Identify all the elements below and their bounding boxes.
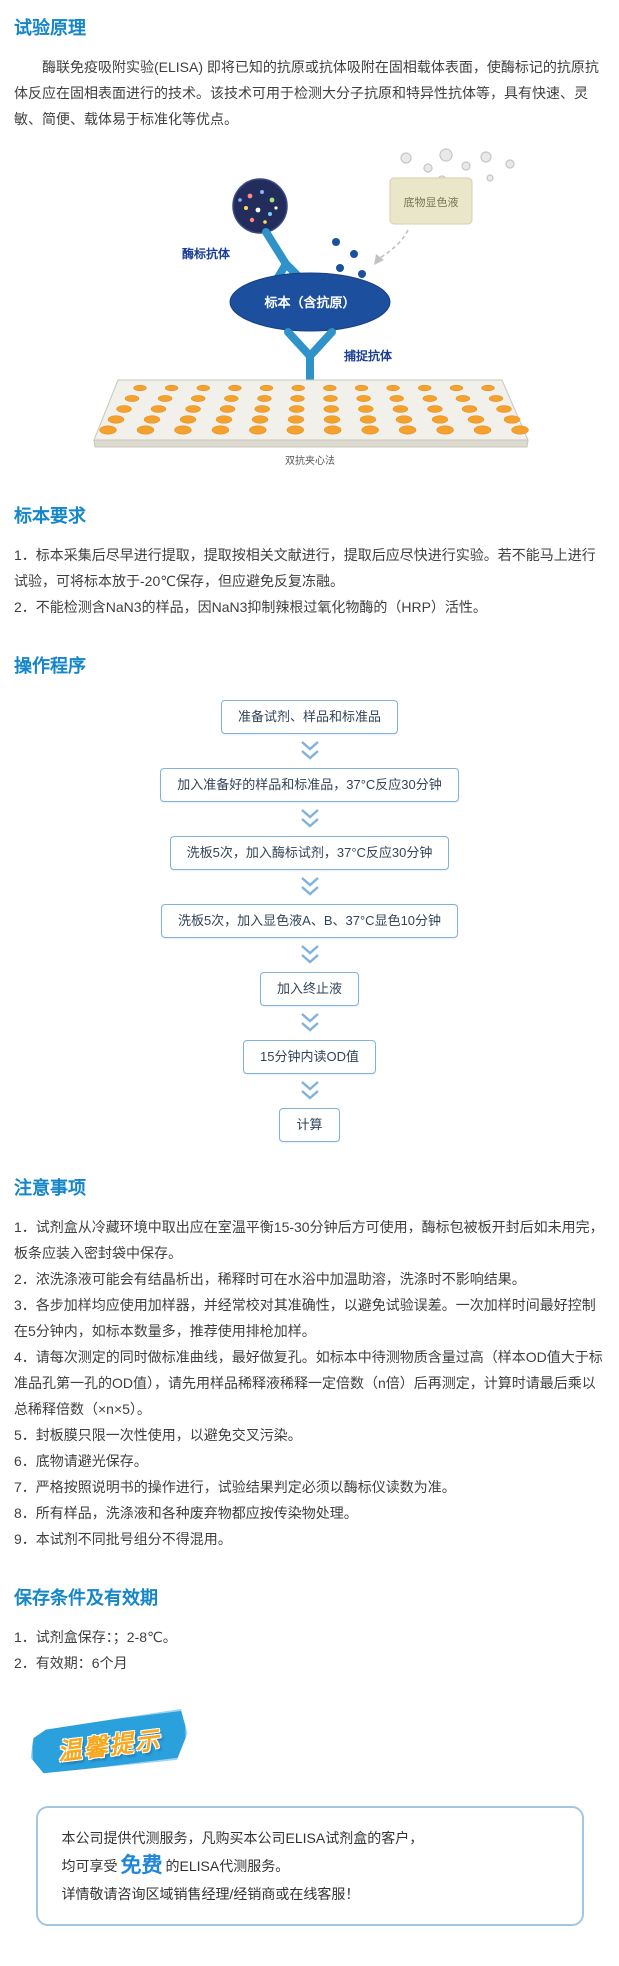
specimen-item: 1．标本采集后尽早进行提取，提取按相关文献进行，提取后应尽快进行实验。若不能马上… (14, 547, 596, 589)
specimen-item: 2．不能检测含NaN3的样品，因NaN3抑制辣根过氧化物酶的（HRP）活性。 (14, 599, 487, 615)
storage-item: 2．有效期：6个月 (14, 1655, 128, 1671)
notice-line-2-pre: 均可享受 (61, 1858, 118, 1874)
elisa-diagram: 底物显色液 酶标抗体 标本（含抗原） (14, 148, 605, 470)
section-title-notes: 注意事项 (14, 1178, 86, 1198)
free-highlight: 免费 (120, 1854, 163, 1877)
section-title-storage: 保存条件及有效期 (14, 1588, 158, 1608)
storage-item: 1．试剂盒保存：；2-8℃。 (14, 1629, 177, 1645)
note-item: 5．封板膜只限一次性使用，以避免交叉污染。 (14, 1427, 302, 1443)
note-item: 9．本试剂不同批号组分不得混用。 (14, 1531, 232, 1547)
principle-paragraph: 酶联免疫吸附实验(ELISA) 即将已知的抗原或抗体吸附在固相载体表面，使酶标记… (14, 59, 599, 127)
label-substrate: 底物显色液 (403, 195, 458, 209)
down-arrow-icon (300, 945, 319, 964)
notice-line-2-post: 的ELISA代测服务。 (165, 1858, 290, 1874)
note-item: 3．各步加样均应使用加样器，并经常校对其准确性，以避免试验误差。一次加样时间最好… (14, 1297, 596, 1339)
note-item: 6．底物请避光保存。 (14, 1453, 148, 1469)
note-item: 7．严格按照说明书的操作进行，试验结果判定必须以酶标仪读数为准。 (14, 1479, 456, 1495)
substrate-box: 底物显色液 (373, 177, 472, 265)
section-title-principle: 试验原理 (14, 18, 86, 38)
enzyme-sphere (231, 178, 288, 234)
notice-line-1: 本公司提供代测服务，凡购买本公司ELISA试剂盒的客户， (62, 1824, 558, 1852)
note-item: 4．请每次测定的同时做标准曲线，最好做复孔。如标本中待测物质含量过高（样本OD值… (14, 1349, 603, 1417)
microplate (92, 379, 529, 448)
note-item: 2．浓洗涤液可能会有结晶析出，稀释时可在水浴中加温助溶，洗涤时不影响结果。 (14, 1271, 526, 1287)
flow-step-2: 加入准备好的样品和标准品，37°C反应30分钟 (160, 768, 459, 802)
down-arrow-icon (300, 741, 319, 760)
elisa-diagram-svg: 底物显色液 酶标抗体 标本（含抗原） (92, 148, 529, 467)
notice-line-2: 均可享受免费的ELISA代测服务。 (62, 1852, 558, 1880)
flow-step-4: 洗板5次，加入显色液A、B、37°C显色10分钟 (160, 904, 459, 938)
flow-step-3: 洗板5次，加入酶标试剂，37°C反应30分钟 (169, 836, 450, 870)
warm-tip-badge: 温馨提示 (30, 1708, 188, 1778)
label-capture-antibody: 捕捉抗体 (344, 348, 393, 363)
note-item: 1．试剂盒从冷藏环境中取出应在室温平衡15-30分钟后方可使用，酶标包被板开封后… (14, 1219, 604, 1261)
section-title-specimen: 标本要求 (14, 506, 86, 526)
flow-step-5: 加入终止液 (259, 972, 359, 1006)
flow-step-6: 15分钟内读OD值 (243, 1040, 376, 1074)
procedure-flowchart: 准备试剂、样品和标准品 加入准备好的样品和标准品，37°C反应30分钟 洗板5次… (14, 700, 605, 1142)
label-sample: 标本（含抗原） (263, 295, 355, 310)
note-item: 8．所有样品，洗涤液和各种废弃物都应按传染物处理。 (14, 1505, 358, 1521)
plate-wells (98, 384, 529, 435)
service-notice-box: 本公司提供代测服务，凡购买本公司ELISA试剂盒的客户， 均可享受免费的ELIS… (35, 1806, 584, 1926)
notice-line-1-text: 本公司提供代测服务，凡购买本公司ELISA试剂盒的客户， (61, 1830, 424, 1846)
down-arrow-icon (300, 809, 319, 828)
diagram-caption: 双抗夹心法 (285, 454, 335, 467)
flow-step-1: 准备试剂、样品和标准品 (220, 700, 398, 734)
down-arrow-icon (300, 1013, 319, 1032)
down-arrow-icon (300, 1081, 319, 1100)
notice-line-3: 详情敬请咨询区域销售经理/经销商或在线客服！ (61, 1886, 360, 1902)
antigen-ellipse: 标本（含抗原） (229, 272, 390, 332)
down-arrow-icon (300, 877, 319, 896)
warm-tip-text: 温馨提示 (56, 1726, 163, 1766)
flow-step-7: 计算 (279, 1108, 340, 1142)
capture-antibody-shape (283, 328, 336, 388)
warm-tip-area: 温馨提示 (22, 1704, 605, 1796)
section-title-procedure: 操作程序 (14, 656, 86, 676)
label-enzyme-antibody: 酶标抗体 (181, 246, 230, 261)
